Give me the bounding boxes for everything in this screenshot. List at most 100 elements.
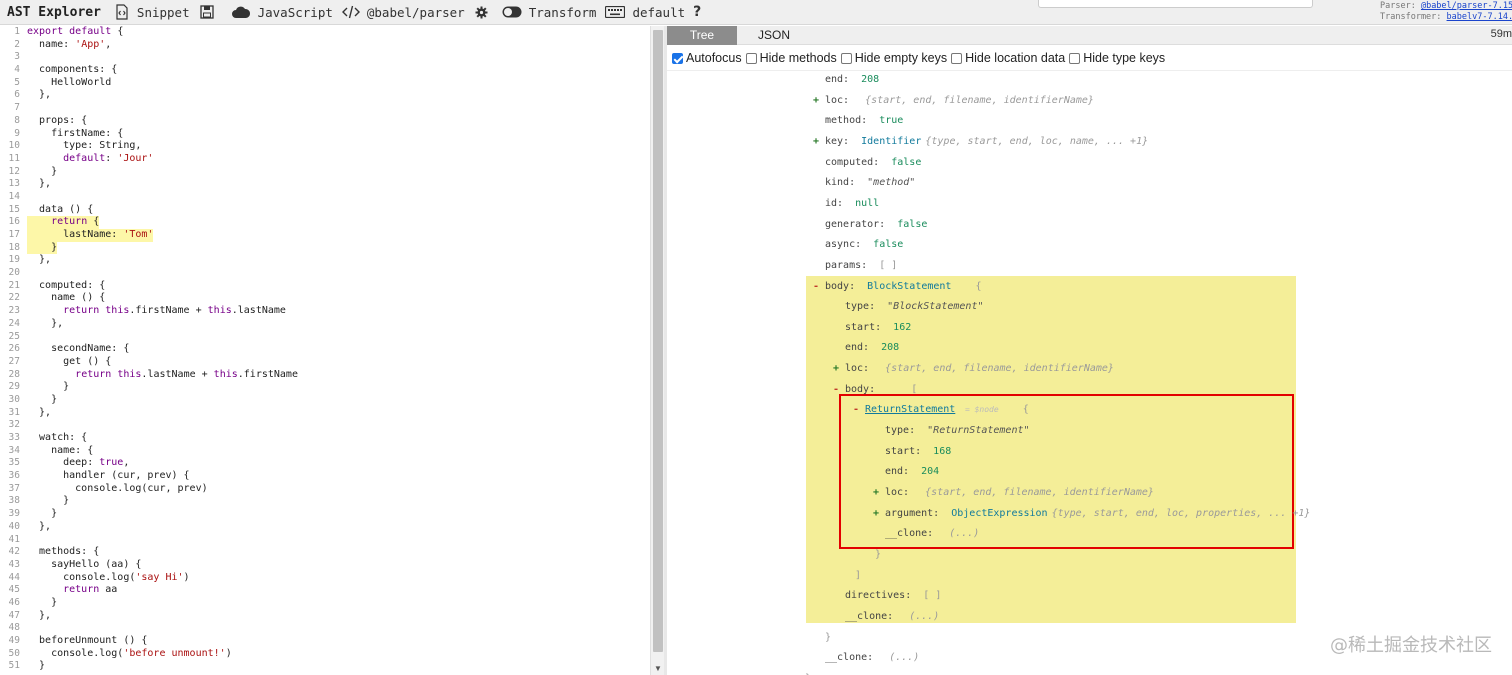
code-line[interactable]: 5 HelloWorld [0, 77, 650, 90]
code-line[interactable]: 23 return this.firstName + this.lastName [0, 305, 650, 318]
code-line[interactable]: 36 handler (cur, prev) { [0, 470, 650, 483]
code-line[interactable]: 15 data () { [0, 204, 650, 217]
code-line[interactable]: 29 } [0, 381, 650, 394]
help-button[interactable]: ? [689, 0, 705, 25]
code-line[interactable]: 44 console.log('say Hi') [0, 572, 650, 585]
parser-menu[interactable]: @babel/parser [337, 0, 469, 25]
code-line[interactable]: 14 [0, 191, 650, 204]
option-hide-methods[interactable]: Hide methods [745, 51, 837, 65]
option-hide-location-data[interactable]: Hide location data [951, 51, 1065, 65]
keymap-menu[interactable]: default [600, 0, 689, 25]
code-line[interactable]: 13 }, [0, 178, 650, 191]
code-line[interactable]: 22 name () { [0, 292, 650, 305]
editor-scrollbar[interactable]: ▼ [650, 26, 664, 675]
expand-icon[interactable]: + [813, 94, 820, 106]
option-hide-empty-keys[interactable]: Hide empty keys [840, 51, 947, 65]
code-line[interactable]: 49 beforeUnmount () { [0, 635, 650, 648]
scroll-down-icon[interactable]: ▼ [654, 664, 662, 673]
tree-node[interactable]: +loc: {start, end, filename, identifierN… [873, 485, 1154, 501]
code-line[interactable]: 24 }, [0, 318, 650, 331]
code-line[interactable]: 30 } [0, 394, 650, 407]
checkbox[interactable] [840, 52, 852, 64]
code-line[interactable]: 10 type: String, [0, 140, 650, 153]
code-line[interactable]: 17 lastName: 'Tom' [0, 229, 650, 242]
code-line[interactable]: 12 } [0, 166, 650, 179]
code-line[interactable]: 2 name: 'App', [0, 39, 650, 52]
expand-icon[interactable]: + [833, 363, 840, 375]
code-line[interactable]: 6 }, [0, 89, 650, 102]
code-line[interactable]: 28 return this.lastName + this.firstName [0, 369, 650, 382]
code-line[interactable]: 47 }, [0, 610, 650, 623]
code-line[interactable]: 35 deep: true, [0, 457, 650, 470]
tab-json[interactable]: JSON [757, 28, 790, 42]
parser-version-link[interactable]: @babel/parser-7.15. [1420, 1, 1512, 11]
code-line[interactable]: 7 [0, 102, 650, 115]
code-line[interactable]: 20 [0, 267, 650, 280]
code-line[interactable]: 37 console.log(cur, prev) [0, 483, 650, 496]
checkbox[interactable] [951, 52, 963, 64]
code-line[interactable]: 11 default: 'Jour' [0, 153, 650, 166]
code-line[interactable]: 16 return { [0, 216, 650, 230]
checkbox[interactable] [672, 52, 683, 64]
code-line[interactable]: 42 methods: { [0, 546, 650, 559]
code-line[interactable]: 39 } [0, 508, 650, 521]
tree-node[interactable]: -body: [ [833, 382, 917, 398]
tree-node[interactable]: +argument: ObjectExpression{type, start,… [873, 506, 1310, 522]
code-line[interactable]: 9 firstName: { [0, 128, 650, 141]
expand-icon[interactable]: + [813, 135, 820, 147]
transform-toggle[interactable]: Transform [497, 0, 601, 25]
expand-icon[interactable]: + [873, 487, 880, 498]
code-line[interactable]: 8 props: { [0, 115, 650, 128]
code-line[interactable]: 19 }, [0, 254, 650, 267]
code-line[interactable]: 46 } [0, 597, 650, 610]
code-line[interactable]: 32 [0, 419, 650, 432]
code-line[interactable]: 27 get () { [0, 356, 650, 369]
transformer-version-link[interactable]: babelv7-7.14.0 [1446, 12, 1512, 22]
tab-tree[interactable]: Tree [667, 26, 737, 45]
save-button[interactable] [194, 0, 226, 25]
code-line[interactable]: 3 [0, 51, 650, 64]
node-value[interactable]: ReturnStatement [865, 404, 956, 416]
tree-node[interactable]: +key: Identifier{type, start, end, loc, … [813, 134, 1148, 150]
code-line[interactable]: 25 [0, 331, 650, 344]
language-menu[interactable]: JavaScript [226, 0, 337, 25]
code-line[interactable]: 40 }, [0, 521, 650, 534]
node-value[interactable]: Identifier [861, 135, 922, 147]
checkbox[interactable] [745, 52, 757, 64]
tree-node[interactable]: +loc: {start, end, filename, identifierN… [813, 93, 1094, 109]
snippet-menu[interactable]: Snippet [109, 0, 194, 25]
collapse-icon[interactable]: - [833, 383, 840, 395]
code-line[interactable]: 26 secondName: { [0, 343, 650, 356]
option-autofocus[interactable]: Autofocus [672, 51, 742, 65]
node-value[interactable]: BlockStatement [867, 280, 952, 292]
node-value[interactable]: ObjectExpression [951, 507, 1048, 519]
code-line[interactable]: 50 console.log('before unmount!') [0, 648, 650, 661]
code-line[interactable]: 18 } [0, 241, 650, 255]
editor-scrollbar-thumb[interactable] [653, 30, 663, 652]
code-line[interactable]: 38 } [0, 495, 650, 508]
tree-node[interactable]: +loc: {start, end, filename, identifierN… [833, 361, 1114, 377]
code-line[interactable]: 51 } [0, 660, 650, 673]
code-line[interactable]: 4 components: { [0, 64, 650, 77]
collapse-icon[interactable]: - [853, 404, 860, 416]
parser-settings-button[interactable] [469, 0, 497, 25]
code-line[interactable]: 41 [0, 534, 650, 547]
tree-node[interactable]: -body: BlockStatement { [813, 279, 982, 295]
expand-icon[interactable]: + [873, 507, 880, 519]
code-line[interactable]: 34 name: { [0, 445, 650, 458]
code-line[interactable]: 33 watch: { [0, 432, 650, 445]
checkbox[interactable] [1069, 52, 1081, 64]
code-line[interactable]: 45 return aa [0, 584, 650, 597]
code-line[interactable]: 21 computed: { [0, 280, 650, 293]
code-line[interactable]: 48 [0, 622, 650, 635]
code-line[interactable]: 31 }, [0, 407, 650, 420]
tree-node[interactable]: -ReturnStatement = $node { [853, 402, 1029, 418]
node-value: 208 [881, 342, 900, 354]
gist-input[interactable] [1038, 0, 1313, 8]
panel-splitter[interactable] [664, 26, 667, 675]
option-hide-type-keys[interactable]: Hide type keys [1069, 51, 1165, 65]
collapse-icon[interactable]: - [813, 280, 820, 292]
code-line[interactable]: 43 sayHello (aa) { [0, 559, 650, 572]
